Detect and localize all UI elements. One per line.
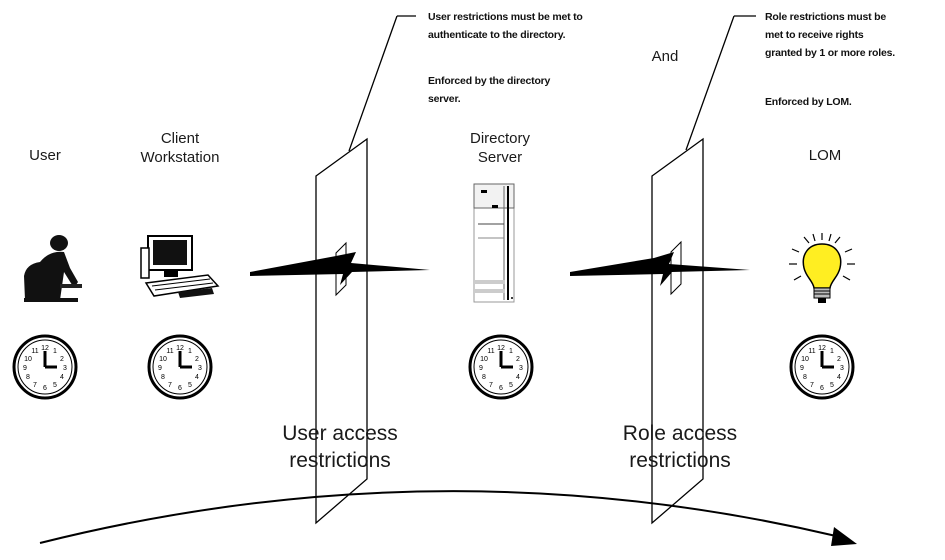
clock-icon xyxy=(789,334,855,400)
curved-arrow-icon xyxy=(39,490,857,546)
user-restrictions-note: User restrictions must be met to authent… xyxy=(428,11,583,41)
firewall-panel-icon xyxy=(651,15,756,525)
role-enforced-note: Enforced by LOM. xyxy=(765,96,852,108)
person-at-keyboard-icon xyxy=(24,235,82,302)
role-access-caption: Role access restrictions xyxy=(622,422,738,472)
server-tower-icon xyxy=(473,183,515,303)
user-label: User xyxy=(29,147,61,164)
lightning-bolt-icon xyxy=(570,252,750,286)
firewall-panel-icon xyxy=(315,15,416,525)
clock-icon xyxy=(468,334,534,400)
clock-icon xyxy=(12,334,78,400)
light-bulb-icon xyxy=(789,233,855,303)
lightning-bolt-icon xyxy=(250,252,430,285)
clock-icon xyxy=(147,334,213,400)
and-label: And xyxy=(651,48,679,65)
directory-server-label: Directory Server xyxy=(469,130,530,166)
computer-icon xyxy=(140,235,220,298)
user-access-caption: User access restrictions xyxy=(282,422,398,472)
client-workstation-label: Client Workstation xyxy=(140,130,220,166)
lom-label: LOM xyxy=(808,147,842,164)
role-restrictions-note: Role restrictions must be met to receive… xyxy=(765,11,895,59)
user-enforced-note: Enforced by the directory server. xyxy=(428,75,551,105)
